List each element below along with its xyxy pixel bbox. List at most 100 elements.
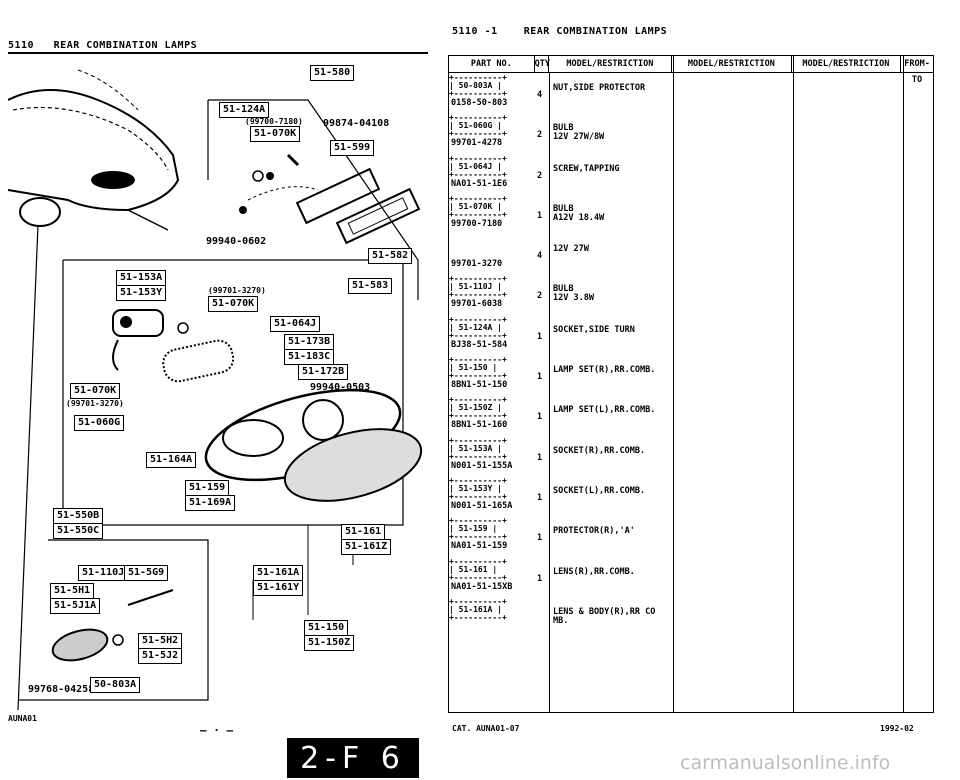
- description: BULB A12V 18.4W: [553, 203, 605, 223]
- table-row: +----------+ | 50-803A | +----------+015…: [449, 74, 933, 114]
- part-number: NA01-51-1E6: [451, 178, 508, 189]
- right-header-code: 5110 -1: [452, 26, 498, 37]
- callout-51-172B: 51-172B: [298, 364, 349, 380]
- ref-box: +----------+ | 51-159 | +----------+: [449, 516, 507, 542]
- exploded-diagram: 51-580 51-124A (99700-7180) 99874-04108 …: [8, 60, 433, 710]
- part-number: 8BN1-51-150: [451, 380, 508, 391]
- diagram-lines: [8, 69, 423, 710]
- ref-box: +----------+ | 50-803A | +----------+: [449, 73, 507, 98]
- callout-51-064J: 51-064J: [270, 316, 321, 332]
- part-number-label: 99940-0602: [206, 236, 267, 247]
- column-divider: [793, 56, 794, 712]
- ref-box: +----------+ | 51-153Y | +----------+: [449, 475, 507, 501]
- part-number: N001-51-155A: [451, 460, 513, 471]
- header-model-1: MODEL/RESTRICTION: [549, 56, 673, 72]
- parts-table: PART NO. QTY MODEL/RESTRICTION MODEL/RES…: [448, 55, 934, 713]
- watermark: carmanualsonline.info: [680, 752, 891, 774]
- callout-51-070K: 51-070K: [70, 383, 121, 399]
- description: SCREW,TAPPING: [553, 163, 620, 174]
- ref-box: +----------+ | 51-150 | +----------+: [449, 355, 507, 381]
- callout-51-153Y: 51-153Y: [116, 285, 167, 301]
- table-row: +----------+ | 51-153Y | +----------+N00…: [449, 475, 933, 517]
- frame-line: [208, 99, 419, 300]
- part-number: 0158-50-803: [451, 98, 508, 108]
- ref-box: +----------+ | 51-150Z | +----------+: [449, 395, 507, 421]
- description: BULB 12V 27W/8W: [553, 123, 605, 143]
- description: NUT,SIDE PROTECTOR: [553, 83, 646, 93]
- leader-line: [127, 209, 169, 231]
- header-part-no: PART NO.: [449, 56, 535, 72]
- description: SOCKET(L),RR.COMB.: [553, 485, 646, 496]
- part-number: 8BN1-51-160: [451, 420, 508, 431]
- callout-50-803A: 50-803A: [90, 677, 141, 693]
- description: LAMP SET(R),RR.COMB.: [553, 365, 656, 376]
- left-header-code: 5110: [8, 40, 35, 51]
- callout-51-150: 51-150: [304, 620, 349, 636]
- ref-box: +----------+ | 51-161A | +----------+: [449, 596, 507, 622]
- callout-51-161: 51-161: [341, 524, 386, 540]
- footer-date: 1992-02: [880, 724, 914, 733]
- quantity: 1: [537, 412, 543, 423]
- callout-51-060G: 51-060G: [74, 415, 125, 431]
- table-row: +----------+ | 51-153A | +----------+N00…: [449, 436, 933, 477]
- callout-51-161Z: 51-161Z: [341, 539, 392, 555]
- table-header-row: PART NO. QTY MODEL/RESTRICTION MODEL/RES…: [449, 56, 933, 85]
- part-number: 99701-4278: [451, 138, 503, 149]
- page-number-badge: 2-F 6: [287, 738, 419, 778]
- quantity: 1: [537, 452, 543, 463]
- bulb-shape: [252, 170, 264, 182]
- part-number-label: 99940-0503: [310, 382, 371, 393]
- callout-51-5G9: 51-5G9: [124, 565, 169, 581]
- right-header-title: REAR COMBINATION LAMPS: [523, 26, 668, 37]
- table-row: +----------+ | 51-064J | +----------+NA0…: [449, 154, 933, 195]
- quantity: 1: [537, 533, 543, 544]
- quantity: 2: [537, 130, 543, 141]
- part-number: 99701-3270: [451, 259, 503, 270]
- callout-51-582: 51-582: [368, 248, 413, 264]
- description: SOCKET(R),RR.COMB.: [553, 445, 646, 456]
- callout-51-5H2: 51-5H2: [138, 633, 183, 649]
- quantity: 1: [537, 210, 543, 221]
- description: PROTECTOR(R),'A': [553, 526, 635, 537]
- part-number-label: 99768-04258: [28, 684, 95, 695]
- right-header: 5110 -1 REAR COMBINATION LAMPS: [452, 26, 667, 37]
- table-row: +----------+ | 51-124A | +----------+BJ3…: [449, 315, 933, 356]
- leader-line: [17, 224, 39, 710]
- part-number: 99700-7180: [451, 218, 503, 229]
- table-row: +----------+ | 51-161 | +----------+NA01…: [449, 557, 933, 598]
- part-number: NA01-51-159: [451, 541, 508, 552]
- quantity: 1: [537, 492, 543, 503]
- callout-51-169A: 51-169A: [185, 495, 236, 511]
- table-row: +----------+ | 51-110J | +----------+997…: [449, 275, 933, 315]
- license-lamp-frame: [18, 539, 209, 701]
- column-divider: [549, 72, 550, 712]
- callout-51-070K: 51-070K: [208, 296, 259, 312]
- part-number-label: 99874-04108: [323, 118, 390, 129]
- table-row: +----------+ | 51-150Z | +----------+8BN…: [449, 396, 933, 436]
- callout-51-173B: 51-173B: [284, 334, 335, 350]
- description: SOCKET,SIDE TURN: [553, 324, 635, 335]
- screw-shape: [286, 153, 300, 167]
- callout-51-583: 51-583: [348, 278, 393, 294]
- callout-51-183C: 51-183C: [284, 349, 335, 365]
- socket-shape: [266, 172, 274, 180]
- callout-51-161Y: 51-161Y: [253, 580, 304, 596]
- callout-51-164A: 51-164A: [146, 452, 197, 468]
- range-label: (99700-7180): [245, 117, 303, 126]
- quantity: 2: [537, 291, 543, 302]
- part-number: N001-51-165A: [451, 500, 513, 511]
- socket-assembly: [112, 309, 189, 371]
- left-header-title: REAR COMBINATION LAMPS: [53, 40, 198, 51]
- range-label: (99701-3270): [208, 286, 266, 295]
- callout-51-599: 51-599: [330, 140, 375, 156]
- quantity: 2: [537, 170, 543, 181]
- column-divider: [673, 56, 674, 712]
- car-roof-dashed: [12, 106, 169, 171]
- ref-box: +----------+ | 51-060G | +----------+: [449, 113, 507, 139]
- leader-dashed: [247, 186, 319, 201]
- header-rule: [8, 52, 428, 54]
- footer-catalog: CAT. AUNA01-07: [452, 724, 520, 733]
- quantity: 1: [537, 372, 543, 383]
- table-row: +----------+ | 51-150 | +----------+8BN1…: [449, 356, 933, 396]
